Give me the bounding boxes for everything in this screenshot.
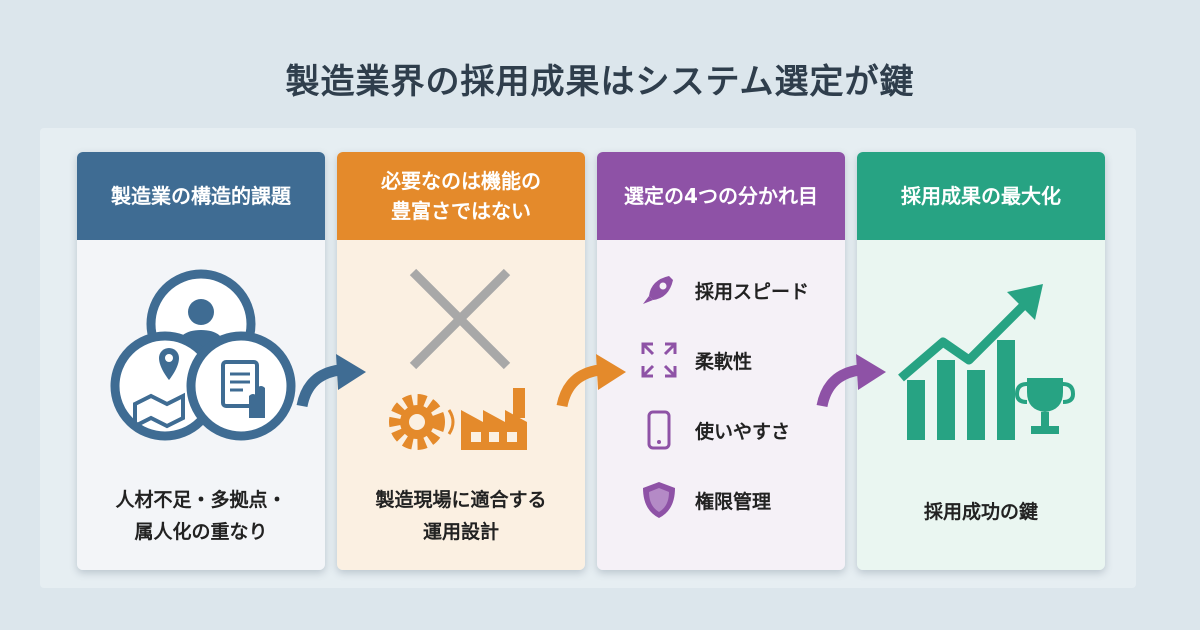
card-not-feature-richness: 必要なのは機能の 豊富さではない 製造現場に適: [337, 152, 585, 570]
card-maximize-results: 採用成果の最大化 採用成功の鍵: [857, 152, 1105, 570]
card-caption: 製造現場に適合する 運用設計: [375, 489, 547, 543]
factory-icon: [461, 388, 527, 450]
factor-item: 採用スピード: [637, 270, 809, 310]
growth-chart-icon: [898, 284, 1043, 440]
card-caption: 採用成功の鍵: [923, 501, 1038, 523]
expand-arrows-icon: [637, 340, 681, 380]
map-pin-icon: [110, 331, 220, 441]
card-body: 採用スピード 柔軟性 使いやすさ 権限管理: [597, 240, 845, 570]
factor-item: 使いやすさ: [637, 410, 790, 450]
gear-icon: [389, 394, 445, 450]
factor-item: 柔軟性: [637, 340, 752, 380]
card2-icons: [389, 268, 527, 450]
card-caption: 人材不足・多拠点・ 属人化の重なり: [115, 489, 287, 543]
link-arrow-icon: [447, 409, 455, 435]
factor-item: 権限管理: [637, 480, 771, 520]
card-header: 製造業の構造的課題: [77, 152, 325, 240]
smartphone-icon: [637, 410, 681, 450]
rocket-icon: [637, 270, 681, 310]
cross-icon: [409, 268, 511, 370]
flow-arrow-3: [816, 354, 886, 408]
card-body: 人材不足・多拠点・ 属人化の重なり: [77, 240, 325, 570]
shield-icon: [637, 480, 681, 520]
card-header: 必要なのは機能の 豊富さではない: [337, 152, 585, 240]
card-header: 採用成果の最大化: [857, 152, 1105, 240]
trophy-icon: [1014, 378, 1076, 434]
card-selection-factors: 選定の4つの分かれ目 採用スピード 柔軟性 使いやすさ: [597, 152, 845, 570]
card4-icons: [898, 284, 1076, 440]
venn-icon-group: [110, 269, 296, 441]
card-body: 製造現場に適合する 運用設計: [337, 240, 585, 570]
document-hand-icon: [186, 331, 296, 441]
flow-arrow-2: [556, 354, 626, 408]
card-body: 採用成功の鍵: [857, 240, 1105, 570]
card-structural-issues: 製造業の構造的課題 人材不足・多拠: [77, 152, 325, 570]
flow-arrow-1: [296, 354, 366, 408]
card-header: 選定の4つの分かれ目: [597, 152, 845, 240]
page-title: 製造業界の採用成果はシステム選定が鍵: [285, 62, 915, 102]
